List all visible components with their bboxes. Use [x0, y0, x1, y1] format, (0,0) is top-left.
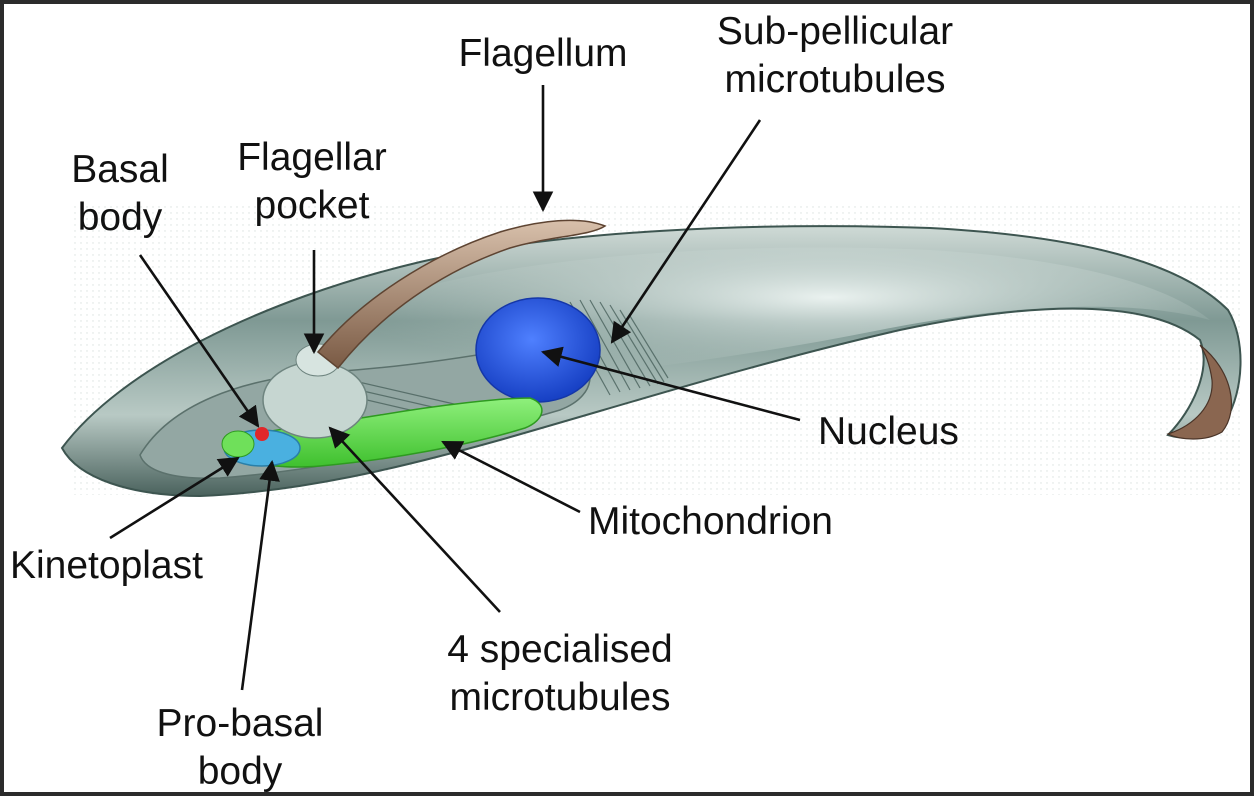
- label-sub-pellicular-line2: microtubules: [680, 56, 990, 104]
- basal-body-dot: [255, 427, 269, 441]
- kinetoplast-green-lobe: [222, 431, 254, 457]
- label-specialised-microtubules-line2: microtubules: [410, 674, 710, 722]
- label-pro-basal-body-line2: body: [120, 748, 360, 796]
- label-kinetoplast: Kinetoplast: [10, 542, 203, 590]
- arrow-pro-basal-body: [242, 462, 272, 690]
- label-flagellum: Flagellum: [430, 30, 656, 78]
- label-nucleus-line1: Nucleus: [818, 408, 959, 456]
- label-pro-basal-body: Pro-basal body: [120, 700, 360, 796]
- label-specialised-microtubules-line1: 4 specialised: [410, 626, 710, 674]
- label-mitochondrion-line1: Mitochondrion: [588, 498, 833, 546]
- label-kinetoplast-line1: Kinetoplast: [10, 542, 203, 590]
- label-specialised-microtubules: 4 specialised microtubules: [410, 626, 710, 722]
- label-sub-pellicular: Sub-pellicular microtubules: [680, 8, 990, 104]
- label-basal-body-line1: Basal: [50, 146, 190, 194]
- label-sub-pellicular-line1: Sub-pellicular: [680, 8, 990, 56]
- label-basal-body: Basal body: [50, 146, 190, 242]
- label-flagellum-line1: Flagellum: [430, 30, 656, 78]
- label-pro-basal-body-line1: Pro-basal: [120, 700, 360, 748]
- label-flagellar-pocket-line2: pocket: [212, 182, 412, 230]
- nucleus: [476, 298, 600, 402]
- label-mitochondrion: Mitochondrion: [588, 498, 833, 546]
- label-basal-body-line2: body: [50, 194, 190, 242]
- label-flagellar-pocket-line1: Flagellar: [212, 134, 412, 182]
- label-nucleus: Nucleus: [818, 408, 959, 456]
- label-flagellar-pocket: Flagellar pocket: [212, 134, 412, 230]
